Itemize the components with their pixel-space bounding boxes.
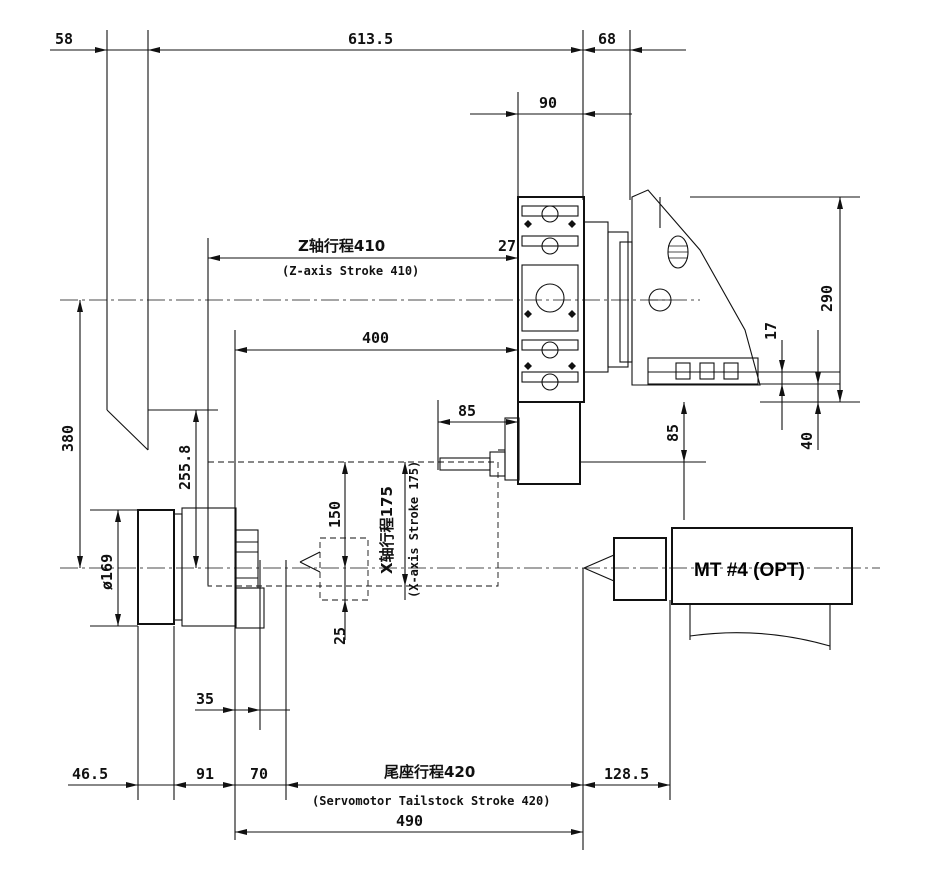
dim-169: ø169 [98,554,116,590]
dim-490: 490 [396,812,423,830]
dim-58: 58 [55,30,73,48]
x-stroke-en: (X-axis Stroke 175) [407,461,421,598]
dim-68: 68 [598,30,616,48]
dim-400-group: 400 [234,329,518,840]
dim-85-vertical: 85 [664,424,682,442]
spindle-headstock: ø169 [90,300,265,800]
z-stroke-en: (Z-axis Stroke 410) [282,264,419,278]
dim-35: 35 [196,690,214,708]
dim-85-horizontal: 85 [458,402,476,420]
bottom-dimension-row: 46.5 91 70 尾座行程420 (Servomotor Tailstock… [68,560,671,850]
tailstock-label: MT #4 (OPT) [694,560,805,581]
tail-stroke-cn: 尾座行程420 [384,763,475,781]
dim-128-5: 128.5 [604,765,649,783]
dim-25: 25 [331,627,349,645]
dim-613-5: 613.5 [348,30,393,48]
dim-255-8-group: 255.8 [176,410,199,568]
x-stroke-envelope: 150 25 X轴行程175 (X-axis Stroke 175) [207,461,499,645]
z-stroke-dimension: Z轴行程410 (Z-axis Stroke 410) 27 [207,237,518,585]
tool-holder: 85 85 [437,400,706,520]
dim-490-group: 490 [235,812,583,835]
top-dimension-row: 58 613.5 68 [50,30,686,300]
dim-35-group: 35 [195,690,290,713]
dim-17-40-group: 17 40 [648,322,840,450]
dim-46-5: 46.5 [72,765,108,783]
dim-91: 91 [196,765,214,783]
x-stroke-cn: X轴行程175 [378,486,396,574]
dim-17: 17 [762,322,780,340]
dim-90: 90 [539,94,557,112]
carriage-body [631,189,761,386]
z-stroke-cn: Z轴行程410 [298,237,385,255]
dim-40: 40 [798,432,816,450]
tailstock: MT #4 (OPT) [583,527,853,650]
dim-290: 290 [818,285,836,312]
dim-150: 150 [326,501,344,528]
dim-70: 70 [250,765,268,783]
dim-380: 380 [59,425,77,452]
dim-400: 400 [362,329,389,347]
dim-27: 27 [498,237,516,255]
dim-380-group: 380 [59,300,83,568]
dim-290-group: 290 [690,196,860,403]
dim-90-group: 90 [470,92,632,200]
tail-stroke-en: (Servomotor Tailstock Stroke 420) [312,794,550,808]
turret [517,196,633,403]
dim-255-8: 255.8 [176,445,194,490]
